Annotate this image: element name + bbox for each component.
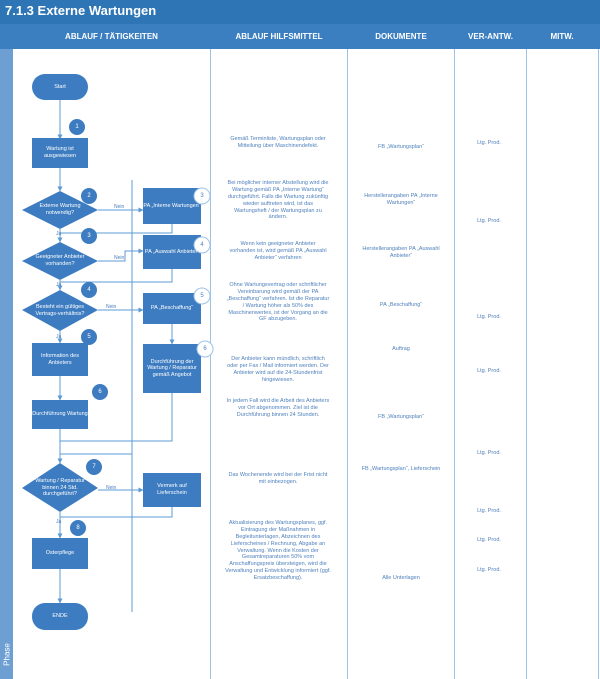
edge-ja-4: Ja [56, 519, 62, 525]
process-durchfuehrung [32, 400, 88, 429]
dokument-7: FB „Wartungsplan“, Lieferschein [361, 466, 441, 472]
badge-3: 3 [87, 233, 91, 239]
badge-r4: 4 [200, 242, 204, 248]
verantw-3: Ltg. Prod. [477, 314, 501, 320]
vermerk-label: Vermerk auf Lieferschein [157, 483, 187, 496]
process-beschaffung [143, 293, 201, 324]
dokument-5: Auftrag [392, 346, 410, 352]
dokument-6: FB „Wartungsplan“ [378, 414, 424, 420]
edge-nein-3: Nein [106, 304, 117, 310]
end-terminal [32, 603, 88, 630]
hilfsmittel-7: Das Wochenende wird bei der Frist nicht … [228, 472, 328, 485]
information-label: Information des Anbieters [41, 352, 79, 366]
column-header-mitw: MITW. [550, 32, 574, 41]
dokument-1: FB „Wartungsplan“ [378, 144, 424, 150]
durchfuehrung-angebot-label: Durchführung der Wartung / Reparatur gem… [147, 358, 197, 378]
process-osterpflege [32, 538, 88, 569]
edge-ja-2: Ja [56, 282, 62, 288]
auswahl-anbieter-label: PA „Auswahl Anbieter“ [144, 248, 200, 255]
decision-externe-wartung [22, 191, 98, 229]
edge-nein-4: Nein [106, 485, 117, 491]
badge-1: 1 [75, 124, 79, 130]
page-title: 7.1.3 Externe Wartungen [5, 3, 157, 18]
process-wartung-ausgewiesen [32, 138, 88, 168]
edge-nein-2: Nein [114, 255, 125, 261]
osterpflege-label: Osterpflege [45, 550, 75, 557]
decision-vertrag [22, 290, 98, 331]
dokument-4: PA „Beschaffung“ [379, 302, 423, 308]
hilfsmittel-1: Gemäß Terminliste, Wartungsplan oder Mit… [230, 136, 326, 149]
hilfsmittel-2: Bei möglicher interner Abstellung wird d… [227, 180, 329, 221]
verantw-8: Ltg. Prod. [477, 567, 501, 573]
process-durchfuehrung-angebot [143, 344, 201, 393]
durchfuehrung-label: Durchführung Wartung [32, 411, 88, 418]
dokument-2: Herstellerangaben PA „Interne Wartungen“ [364, 193, 438, 206]
vertrag-label: Besteht ein gültiges Vertrags-verhältnis… [35, 303, 85, 317]
badge-r5: 5 [200, 293, 204, 299]
process-auswahl-anbieter [143, 235, 201, 269]
hilfsmittel-5: Der Anbieter kann mündlich, schriftlich … [227, 356, 329, 383]
header-row [0, 24, 600, 49]
decision-anbieter [22, 242, 98, 280]
externe-wartung-label: Externe Wartung notwendig? [39, 203, 81, 216]
column-lines [210, 49, 599, 679]
dokument-3: Herstellerangaben PA „Auswahl Anbieter“ [362, 246, 440, 259]
phase-bar [0, 49, 13, 679]
edge-ja-3: Ja [56, 334, 62, 340]
column-header-ablauf: ABLAUF / TÄTIGKEITEN [65, 32, 158, 41]
badge-7: 7 [92, 464, 96, 470]
badge-r3: 3 [200, 193, 204, 199]
verantw-6: Ltg. Prod. [477, 508, 501, 514]
badges [69, 119, 214, 536]
verantw-1: Ltg. Prod. [477, 140, 501, 146]
anbieter-label: Geeigneter Anbieter vorhanden? [35, 254, 85, 267]
badge-r6: 6 [203, 346, 207, 352]
verantw-5: Ltg. Prod. [477, 450, 501, 456]
process-interne-wartungen [143, 188, 201, 224]
badge-2: 2 [87, 193, 91, 199]
process-information [32, 343, 88, 376]
hilfsmittel-8: Aktualisierung des Wartungsplanes, ggf. … [225, 520, 331, 581]
decision-24h [22, 463, 98, 512]
verantw-2: Ltg. Prod. [477, 218, 501, 224]
badge-6: 6 [98, 389, 102, 395]
badge-5: 5 [87, 334, 91, 340]
edge-nein-1: Nein [114, 204, 125, 210]
hilfsmittel-6: In jedem Fall wird die Arbeit des Anbiet… [226, 398, 330, 418]
column-header-hilfsmittel: ABLAUF HILFSMITTEL [235, 32, 323, 41]
start-terminal [32, 74, 88, 100]
title-bar [0, 0, 600, 24]
flow-shapes [22, 74, 201, 630]
badge-8: 8 [76, 525, 80, 531]
start-label: Start [54, 83, 66, 90]
hilfsmittel-3: Wenn kein geeigneter Anbieter vorhanden … [229, 241, 327, 261]
interne-wartungen-label: PA „Interne Wartungen“ [143, 202, 201, 209]
end-label: ENDE [52, 613, 68, 620]
verantw-7: Ltg. Prod. [477, 537, 501, 543]
column-header-verantw: VER-ANTW. [468, 32, 513, 41]
hilfsmittel-4: Ohne Wartungsvertrag oder schriftlicher … [226, 282, 330, 323]
wartung-ausgewiesen-label: Wartung ist ausgewiesen [43, 146, 77, 159]
24h-label: Wartung / Reparatur binnen 24 Std. durch… [35, 478, 85, 498]
connectors [57, 100, 175, 612]
dokument-8: Alle Unterlagen [382, 575, 420, 581]
badge-4: 4 [87, 287, 91, 293]
column-header-dokumente: DOKUMENTE [375, 32, 427, 41]
process-vermerk [143, 473, 201, 507]
edge-ja-1: Ja [56, 231, 62, 237]
beschaffung-label: PA „Beschaffung“ [150, 305, 194, 312]
verantw-4: Ltg. Prod. [477, 368, 501, 374]
